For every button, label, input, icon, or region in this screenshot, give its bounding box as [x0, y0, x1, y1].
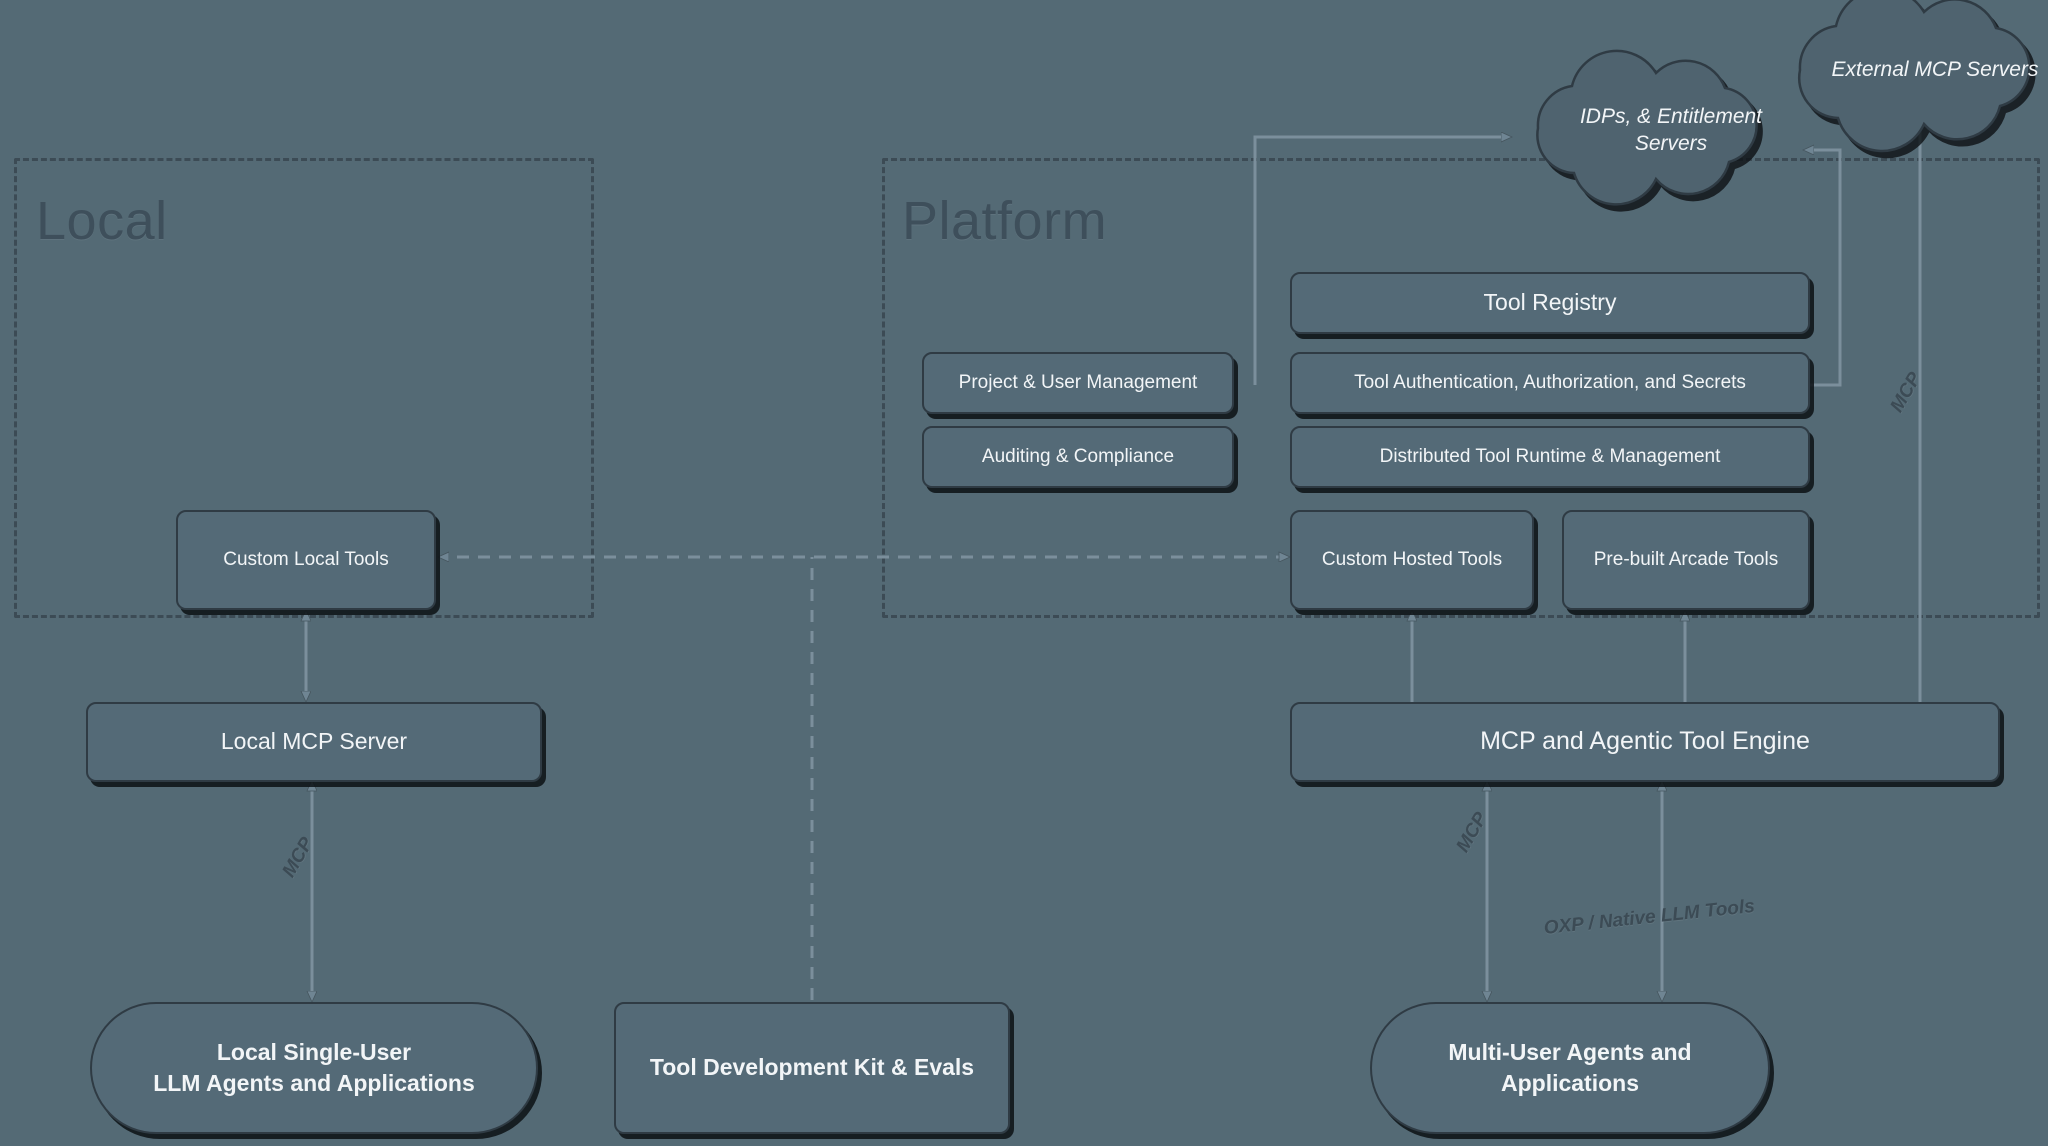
group-platform-title: Platform: [902, 191, 1108, 251]
node-distributed-tool-runtime[interactable]: Distributed Tool Runtime & Management: [1290, 426, 1810, 488]
node-project-user-management[interactable]: Project & User Management: [922, 352, 1234, 414]
cloud-external-mcp-servers: External MCP Servers: [1800, 20, 2048, 120]
node-multi-user-agents[interactable]: Multi-User Agents and Applications: [1370, 1002, 1770, 1134]
node-local-single-user-agents[interactable]: Local Single-User LLM Agents and Applica…: [90, 1002, 538, 1134]
node-custom-local-tools[interactable]: Custom Local Tools: [176, 510, 436, 610]
cloud-external-mcp-servers-label: External MCP Servers: [1831, 58, 2039, 82]
node-local-agents-line1: Local Single-User: [216, 1038, 412, 1065]
node-tool-authentication[interactable]: Tool Authentication, Authorization, and …: [1290, 352, 1810, 414]
node-local-agents-line2: LLM Agents and Applications: [153, 1070, 475, 1096]
node-custom-hosted-tools[interactable]: Custom Hosted Tools: [1290, 510, 1534, 610]
node-auditing-compliance[interactable]: Auditing & Compliance: [922, 426, 1234, 488]
edge-label-platform-mcp: MCP: [1452, 808, 1492, 856]
node-prebuilt-arcade-tools[interactable]: Pre-built Arcade Tools: [1562, 510, 1810, 610]
node-multi-user-agents-line1: Multi-User Agents and: [1448, 1038, 1692, 1065]
node-tool-registry[interactable]: Tool Registry: [1290, 272, 1810, 334]
cloud-idps-entitlement: IDPs, & Entitlement Servers: [1546, 80, 1796, 180]
edge-label-oxp-native-llm-tools: OXP / Native LLM Tools: [1542, 895, 1756, 939]
node-local-mcp-server[interactable]: Local MCP Server: [86, 702, 542, 782]
cloud-idps-entitlement-label: IDPs, & Entitlement Servers: [1579, 104, 1763, 155]
node-multi-user-agents-line2: Applications: [1500, 1070, 1639, 1096]
group-local-title: Local: [36, 191, 168, 251]
node-mcp-agentic-tool-engine[interactable]: MCP and Agentic Tool Engine: [1290, 702, 2000, 782]
node-tool-development-kit[interactable]: Tool Development Kit & Evals: [614, 1002, 1010, 1134]
edge-label-local-mcp: MCP: [278, 833, 318, 881]
